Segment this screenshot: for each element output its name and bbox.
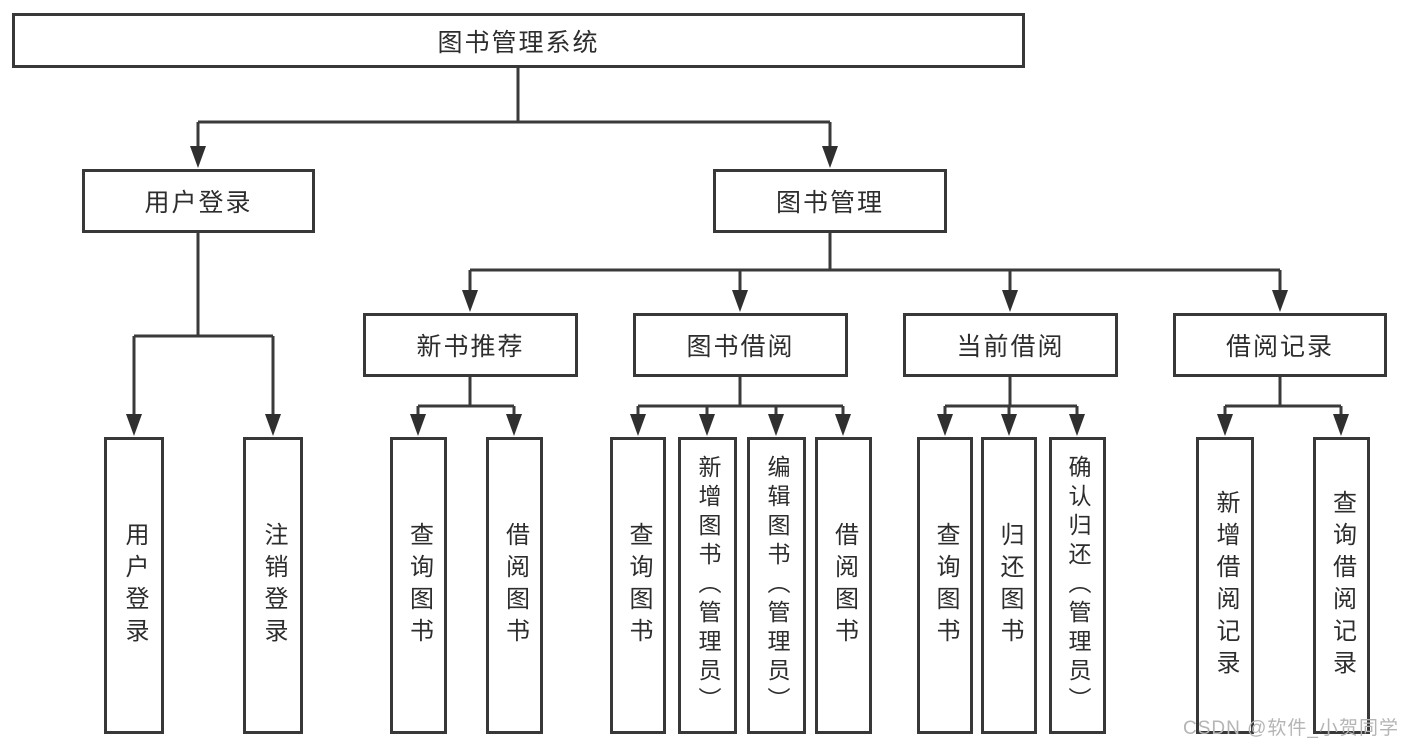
- leaf-bb-edit-book: 编辑图书（管理员）: [747, 437, 806, 734]
- leaf-bb-add-book: 新增图书（管理员）: [678, 437, 737, 734]
- node-user-login-label: 用户登录: [144, 189, 253, 217]
- leaf-br-query-record-label: 查询借阅记录: [1328, 489, 1356, 682]
- edge-current-borrow-to-leaves: [937, 376, 1085, 436]
- edge-book-borrow-to-leaves: [630, 376, 851, 436]
- node-root-system: 图书管理系统: [12, 13, 1025, 68]
- node-book-management-label: 图书管理: [775, 189, 884, 217]
- leaf-user-login: 用户登录: [104, 437, 164, 734]
- leaf-br-add-record-label: 新增借阅记录: [1212, 489, 1239, 682]
- leaf-nbr-borrow-book-label: 借阅图书: [501, 521, 529, 650]
- leaf-br-add-record: 新增借阅记录: [1196, 437, 1254, 734]
- edge-user-login-to-leaves: [126, 232, 281, 436]
- leaf-cb-confirm-return-label: 确认归还（管理员）: [1065, 455, 1091, 716]
- leaf-nbr-query-book: 查询图书: [390, 437, 447, 734]
- node-book-borrow: 图书借阅: [633, 313, 848, 377]
- leaf-cb-query-book-label: 查询图书: [932, 521, 959, 650]
- leaf-nbr-borrow-book: 借阅图书: [486, 437, 543, 734]
- edge-borrow-record-to-leaves: [1217, 376, 1349, 436]
- edge-book-management-to-level3: [462, 232, 1288, 312]
- csdn-watermark: CSDN @软件_小贺同学: [1183, 718, 1399, 739]
- edge-root-to-level2: [190, 68, 838, 168]
- leaf-nbr-query-book-label: 查询图书: [405, 521, 433, 650]
- node-current-borrow-label: 当前借阅: [956, 333, 1065, 361]
- node-current-borrow: 当前借阅: [903, 313, 1118, 377]
- leaf-bb-borrow-book: 借阅图书: [815, 437, 872, 734]
- node-user-login: 用户登录: [82, 169, 315, 233]
- leaf-bb-query-book: 查询图书: [610, 437, 666, 734]
- leaf-logout: 注销登录: [243, 437, 303, 734]
- node-root-system-label: 图书管理系统: [437, 28, 600, 57]
- leaf-bb-borrow-book-label: 借阅图书: [830, 521, 858, 650]
- node-borrow-record-label: 借阅记录: [1225, 333, 1334, 361]
- leaf-cb-return-book: 归还图书: [981, 437, 1037, 734]
- leaf-bb-add-book-label: 新增图书（管理员）: [695, 455, 721, 716]
- node-new-book-recommend-label: 新书推荐: [416, 333, 525, 361]
- node-borrow-record: 借阅记录: [1173, 313, 1387, 377]
- node-book-borrow-label: 图书借阅: [686, 333, 795, 361]
- leaf-br-query-record: 查询借阅记录: [1313, 437, 1370, 734]
- edge-new-book-recommend-to-leaves: [410, 376, 522, 436]
- leaf-cb-return-book-label: 归还图书: [996, 521, 1023, 650]
- leaf-bb-query-book-label: 查询图书: [625, 521, 652, 650]
- leaf-user-login-label: 用户登录: [121, 521, 148, 650]
- node-book-management: 图书管理: [713, 169, 947, 233]
- leaf-cb-confirm-return: 确认归还（管理员）: [1049, 437, 1106, 734]
- node-new-book-recommend: 新书推荐: [363, 313, 578, 377]
- leaf-bb-edit-book-label: 编辑图书（管理员）: [764, 455, 790, 716]
- leaf-cb-query-book: 查询图书: [917, 437, 973, 734]
- leaf-logout-label: 注销登录: [260, 521, 287, 650]
